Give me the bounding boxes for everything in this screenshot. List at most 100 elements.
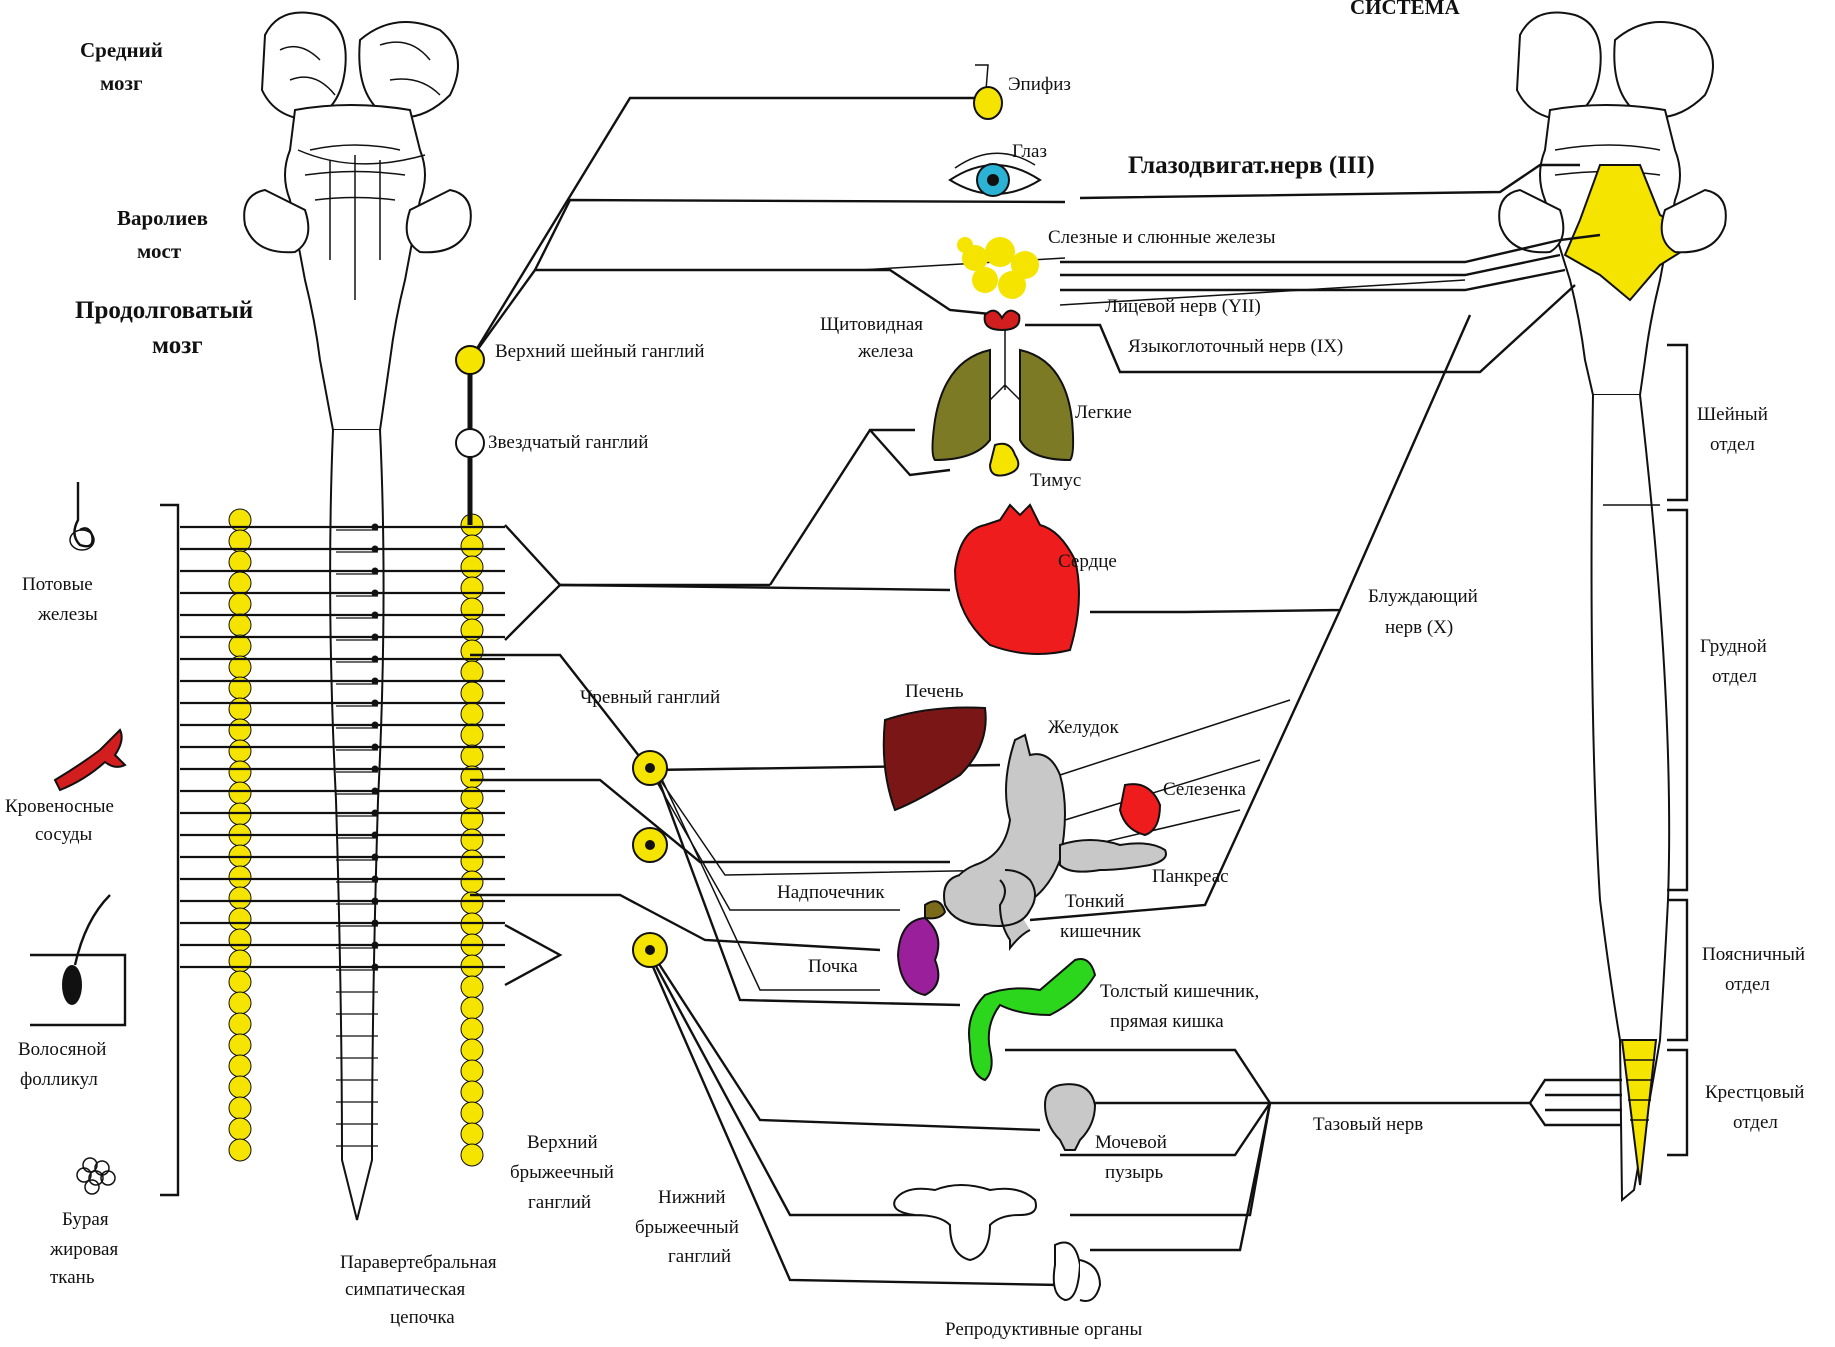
blood-vessel-icon	[55, 730, 125, 790]
synapse-dot	[372, 700, 379, 707]
chain-bead	[229, 992, 251, 1014]
chain-bead	[229, 614, 251, 636]
synapse-dot	[372, 524, 379, 531]
synapse-dot	[372, 634, 379, 641]
chain-bead	[229, 1097, 251, 1119]
chain-label-3: цепочка	[390, 1307, 455, 1328]
chain-bead	[461, 598, 483, 620]
lumbar-label-1: Поясничный	[1702, 944, 1805, 965]
chain-bead	[229, 1118, 251, 1140]
midbrain-label-2: мозг	[100, 71, 143, 95]
chain-bead	[229, 635, 251, 657]
chain-bead	[229, 551, 251, 573]
chain-bead	[461, 850, 483, 872]
adrenal-icon	[925, 901, 945, 918]
sup-mesenteric-label-3: ганглий	[528, 1192, 591, 1213]
chain-bead	[229, 971, 251, 993]
chain-bead	[229, 1013, 251, 1035]
fat-label-1: Бурая	[62, 1209, 109, 1230]
chain-bead	[461, 724, 483, 746]
eye-label: Глаз	[1012, 141, 1047, 162]
sweat-label-1: Потовые	[22, 574, 93, 595]
kidney-icon	[898, 918, 938, 995]
chain-bead	[461, 829, 483, 851]
vessels-label-1: Кровеносные	[5, 796, 114, 817]
chain-bead	[461, 703, 483, 725]
synapse-dot	[372, 612, 379, 619]
chain-bead	[461, 976, 483, 998]
synapse-dot	[372, 546, 379, 553]
chain-bead	[461, 556, 483, 578]
inf-mesenteric-label-3: ганглий	[668, 1246, 731, 1267]
chain-bead	[461, 1060, 483, 1082]
colon-label-1: Толстый кишечник,	[1100, 981, 1259, 1002]
vessels-label-2: сосуды	[35, 824, 93, 845]
medulla-label-1: Продолговатый	[75, 297, 253, 324]
chain-bead	[461, 682, 483, 704]
effectors-bracket	[160, 505, 178, 1195]
pancreas-label: Панкреас	[1152, 866, 1229, 887]
oculomotor-label: Глазодвигат.нерв (III)	[1128, 152, 1375, 179]
parasympathetic-nerves	[1005, 165, 1622, 1250]
synapse-dot	[372, 568, 379, 575]
chain-bead	[461, 808, 483, 830]
heart-icon	[955, 505, 1079, 654]
kidney-label: Почка	[808, 956, 858, 977]
thoracic-label-2: отдел	[1712, 666, 1757, 687]
bladder-label-1: Мочевой	[1095, 1132, 1167, 1153]
chain-bead	[461, 535, 483, 557]
chain-bead	[229, 1139, 251, 1161]
chain-label-1: Паравертебральная	[340, 1252, 497, 1273]
glands-label: Слезные и слюнные железы	[1048, 227, 1276, 248]
bladder-label-2: пузырь	[1105, 1162, 1163, 1183]
hair-label-2: фолликул	[20, 1069, 98, 1090]
glands-icon	[957, 237, 1039, 299]
inf-mesenteric-label-2: брыжеечный	[635, 1217, 739, 1238]
pons-label-1: Варолиев	[117, 206, 208, 230]
liver-icon	[884, 708, 986, 811]
thyroid-label-1: Щитовидная	[820, 314, 923, 335]
left-brainstem	[244, 13, 471, 431]
chain-bead	[229, 1055, 251, 1077]
pineal-label: Эпифиз	[1008, 74, 1071, 95]
small-intestine-label-2: кишечник	[1060, 921, 1142, 942]
header-title: СИСТЕМА	[1350, 0, 1461, 19]
synapse-dot	[372, 920, 379, 927]
chain-bead	[229, 761, 251, 783]
chain-bead	[229, 719, 251, 741]
hair-follicle-icon	[30, 895, 125, 1025]
chain-bead	[229, 908, 251, 930]
chain-bead	[229, 782, 251, 804]
bladder-icon	[1045, 1084, 1095, 1150]
lungs-label: Легкие	[1075, 402, 1132, 423]
paravertebral-chain	[461, 514, 483, 1166]
heart-label: Сердце	[1058, 551, 1117, 572]
pancreas-icon	[1060, 840, 1166, 872]
synapse-dot	[372, 854, 379, 861]
sacral-label-2: отдел	[1733, 1112, 1778, 1133]
sup-mesenteric-label-1: Верхний	[527, 1132, 598, 1153]
chain-bead	[461, 577, 483, 599]
synapse-dot	[372, 876, 379, 883]
reproductive-label: Репродуктивные органы	[945, 1319, 1142, 1340]
chain-bead	[229, 866, 251, 888]
chain-bead	[461, 1123, 483, 1145]
stellate-ganglion	[456, 429, 484, 457]
lungs-icon	[933, 330, 1074, 460]
inf-mesenteric-label-1: Нижний	[658, 1187, 726, 1208]
lumbar-label-2: отдел	[1725, 974, 1770, 995]
sweat-gland-icon	[70, 482, 94, 550]
vagus-label-2: нерв (X)	[1385, 617, 1453, 638]
chain-bead	[461, 1102, 483, 1124]
synapse-dot	[372, 766, 379, 773]
sacral-label-1: Крестцовый	[1705, 1082, 1804, 1103]
celiac-label: Чревный ганглий	[580, 687, 720, 708]
vagus-label-1: Блуждающий	[1368, 586, 1478, 607]
thoracic-label-1: Грудной	[1700, 636, 1767, 657]
chain-bead	[461, 1039, 483, 1061]
small-intestine-label-1: Тонкий	[1065, 891, 1124, 912]
small-intestine-icon	[944, 870, 1035, 948]
synapse-dot	[372, 832, 379, 839]
